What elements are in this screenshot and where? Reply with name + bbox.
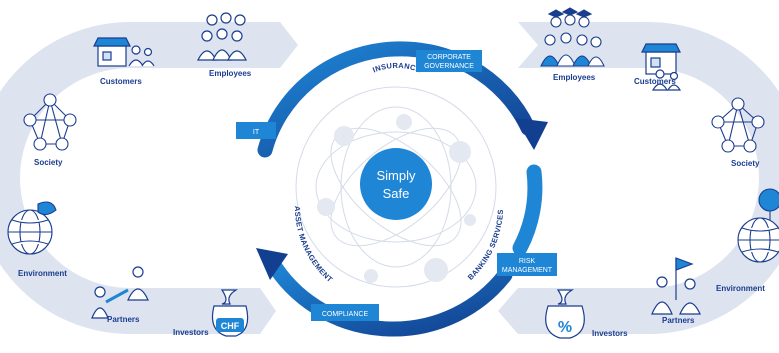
resources-band (0, 22, 298, 334)
globe-tree-icon (737, 188, 779, 263)
effects-society-label: Society (731, 159, 760, 168)
tag-risk-line-1: RISK (519, 258, 536, 265)
tag-corp-line-2: GOVERNANCE (424, 63, 474, 70)
core-line-1: Simply (376, 168, 416, 183)
process-ring (256, 41, 548, 337)
percent-bag-icon (545, 289, 585, 339)
resources-customers-label: Customers (100, 77, 142, 86)
tag-corp-line-1: CORPORATE (427, 54, 471, 61)
resources-partners-label: Partners (107, 315, 140, 324)
core-circle (360, 148, 432, 220)
employees-icon (197, 12, 247, 61)
tag-compliance: COMPLIANCE (311, 304, 379, 321)
arrow-head-top (515, 118, 548, 150)
resources-society-label: Society (34, 158, 63, 167)
network-icon (711, 97, 765, 153)
tag-it-text: IT (253, 129, 260, 136)
resources-title: Resources (116, 175, 223, 198)
flag-people-icon (651, 257, 701, 315)
effects-investors-label: Investors (592, 329, 628, 338)
graduates-icon (540, 7, 605, 67)
core-line-2: Safe (383, 186, 410, 201)
effects-title: Effects (577, 175, 647, 198)
resources-investors-label: Investors (173, 328, 209, 337)
tag-risk-line-2: MANAGEMENT (502, 267, 553, 274)
percent-label: % (558, 319, 572, 336)
arrow-head-bottom (256, 248, 288, 280)
resources-environment-label: Environment (18, 269, 67, 278)
tag-risk-management: RISK MANAGEMENT (497, 253, 557, 276)
effects-customers-label: Customers (634, 77, 676, 86)
effects-employees-label: Employees (553, 73, 596, 82)
handshake-icon (91, 266, 149, 319)
tag-it: IT (236, 122, 276, 139)
tag-compliance-text: COMPLIANCE (322, 311, 369, 318)
arc-label-insurance: INSURANCE (371, 61, 422, 75)
resources-employees-label: Employees (209, 69, 252, 78)
effects-environment-label: Environment (716, 284, 765, 293)
globe-icon (7, 201, 57, 255)
store-family-icon (641, 43, 682, 91)
money-bag-icon (211, 289, 249, 337)
effects-band (498, 22, 779, 334)
store-icon (93, 37, 155, 67)
network-icon (23, 93, 77, 151)
tag-corporate-governance: CORPORATE GOVERNANCE (416, 50, 482, 72)
chf-label: CHF (221, 321, 240, 331)
effects-partners-label: Partners (662, 316, 695, 325)
